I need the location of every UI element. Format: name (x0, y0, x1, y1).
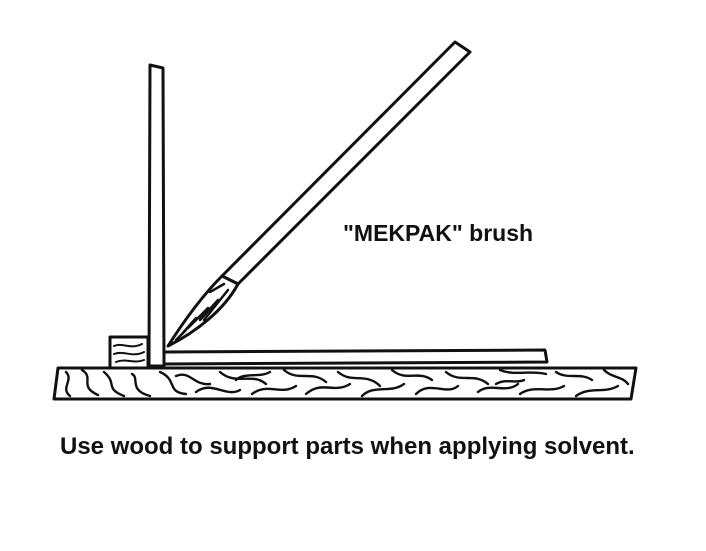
brush-label: "MEKPAK" brush (343, 220, 534, 246)
wood-support-block (108, 335, 150, 370)
caption-text: Use wood to support parts when applying … (60, 433, 635, 460)
vertical-part (147, 63, 166, 368)
brush-bristles (166, 274, 240, 348)
horizontal-part (162, 348, 549, 366)
wood-plank-base (52, 366, 638, 401)
brush-handle (220, 40, 472, 286)
